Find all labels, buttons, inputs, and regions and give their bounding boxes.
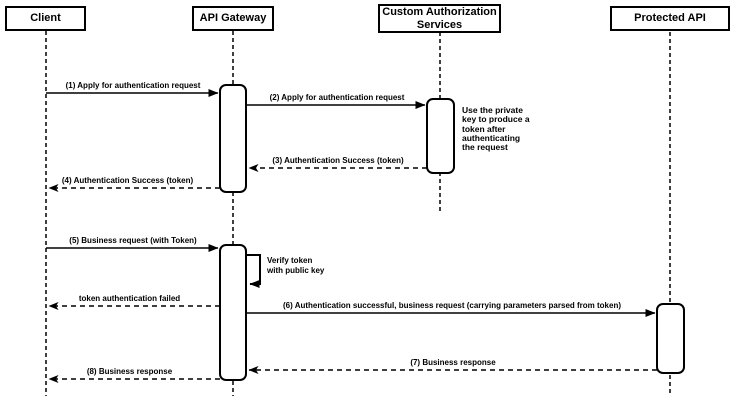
actor-box-client: Client bbox=[5, 6, 86, 31]
actor-box-protected-api: Protected API bbox=[610, 6, 730, 31]
message-label-5: (5) Business request (with Token) bbox=[69, 236, 197, 245]
message-label-token-failed: token authentication failed bbox=[78, 294, 181, 303]
self-message-loop bbox=[247, 254, 261, 288]
message-label-2: (2) Apply for authentication request bbox=[269, 93, 405, 102]
message-label-3: (3) Authentication Success (token) bbox=[272, 156, 404, 165]
actor-label-protected-api: Protected API bbox=[634, 12, 706, 24]
actor-box-custom-authorization-services: Custom Authorization Services bbox=[378, 4, 501, 33]
message-label-1: (1) Apply for authentication request bbox=[65, 81, 201, 90]
activation-api-gateway-2 bbox=[219, 244, 247, 381]
self-message-label: Verify token with public key bbox=[267, 256, 325, 275]
activation-custom-authorization-services bbox=[426, 98, 455, 174]
activation-api-gateway-1 bbox=[219, 84, 247, 193]
message-label-4: (4) Authentication Success (token) bbox=[61, 176, 194, 185]
activation-protected-api bbox=[656, 303, 685, 374]
note-private-key: Use the private key to produce a token a… bbox=[462, 105, 530, 153]
actor-label-custom-authorization-services: Custom Authorization Services bbox=[382, 5, 497, 31]
actor-box-api-gateway: API Gateway bbox=[192, 6, 274, 31]
message-label-8: (8) Business response bbox=[86, 367, 173, 376]
message-label-6: (6) Authentication successful, business … bbox=[282, 301, 622, 310]
message-label-7: (7) Business response bbox=[410, 358, 496, 367]
actor-label-client: Client bbox=[30, 12, 61, 24]
actor-label-api-gateway: API Gateway bbox=[199, 12, 267, 24]
